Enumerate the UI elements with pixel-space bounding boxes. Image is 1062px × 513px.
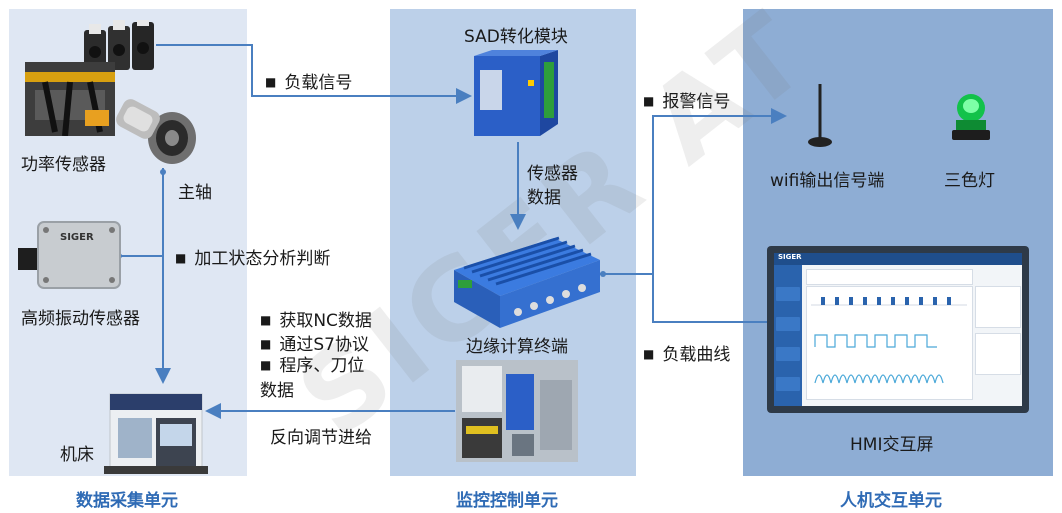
- control-cabinet-photo: [456, 360, 578, 462]
- spindle-image: [116, 99, 196, 164]
- hmi-brand-label: SIGER: [778, 253, 802, 261]
- edge-terminal-image: [454, 236, 600, 328]
- label-vibration-sensor: 高频振动传感器: [21, 309, 140, 329]
- footer-collection: 数据采集单元: [76, 491, 178, 511]
- footer-monitor: 监控控制单元: [456, 491, 558, 511]
- label-load-signal: 负载信号: [265, 68, 352, 93]
- label-machine-tool: 机床: [60, 445, 94, 465]
- vibration-sensor-image: [18, 221, 121, 289]
- label-sad-module: SAD转化模块: [464, 27, 568, 47]
- line-load-signal: [156, 44, 472, 104]
- label-edge-terminal: 边缘计算终端: [466, 337, 568, 357]
- footer-hmi: 人机交互单元: [840, 491, 942, 511]
- tricolor-light-image: [952, 94, 990, 140]
- sad-module-image: [474, 50, 558, 136]
- label-sensor-data: 传感器 数据: [527, 164, 578, 208]
- line-alarm-signal: [600, 108, 787, 275]
- label-wifi-terminal: wifi输出信号端: [770, 171, 885, 191]
- nc-item-2: 程序、刀位 数据: [260, 354, 364, 403]
- wiring-photo: [25, 62, 115, 136]
- machine-tool-image: [104, 393, 208, 474]
- label-reverse-feed: 反向调节进给: [270, 428, 372, 448]
- wifi-antenna-image: [808, 84, 832, 147]
- nc-item-1: 通过S7协议: [260, 330, 369, 355]
- label-load-curve: 负载曲线: [643, 340, 730, 365]
- label-alarm-signal: 报警信号: [643, 87, 730, 112]
- hmi-screen-image: SIGER: [767, 246, 1029, 413]
- label-process-state: 加工状态分析判断: [175, 244, 330, 269]
- ct-sensors-image: [84, 20, 154, 70]
- nc-item-0: 获取NC数据: [260, 306, 372, 331]
- label-spindle: 主轴: [178, 183, 212, 203]
- line-load-curve: [652, 274, 767, 323]
- label-tricolor-light: 三色灯: [944, 171, 995, 191]
- vibration-brand-label: SIGER: [60, 232, 94, 243]
- label-power-sensor: 功率传感器: [21, 155, 106, 175]
- label-hmi-screen: HMI交互屏: [850, 435, 934, 455]
